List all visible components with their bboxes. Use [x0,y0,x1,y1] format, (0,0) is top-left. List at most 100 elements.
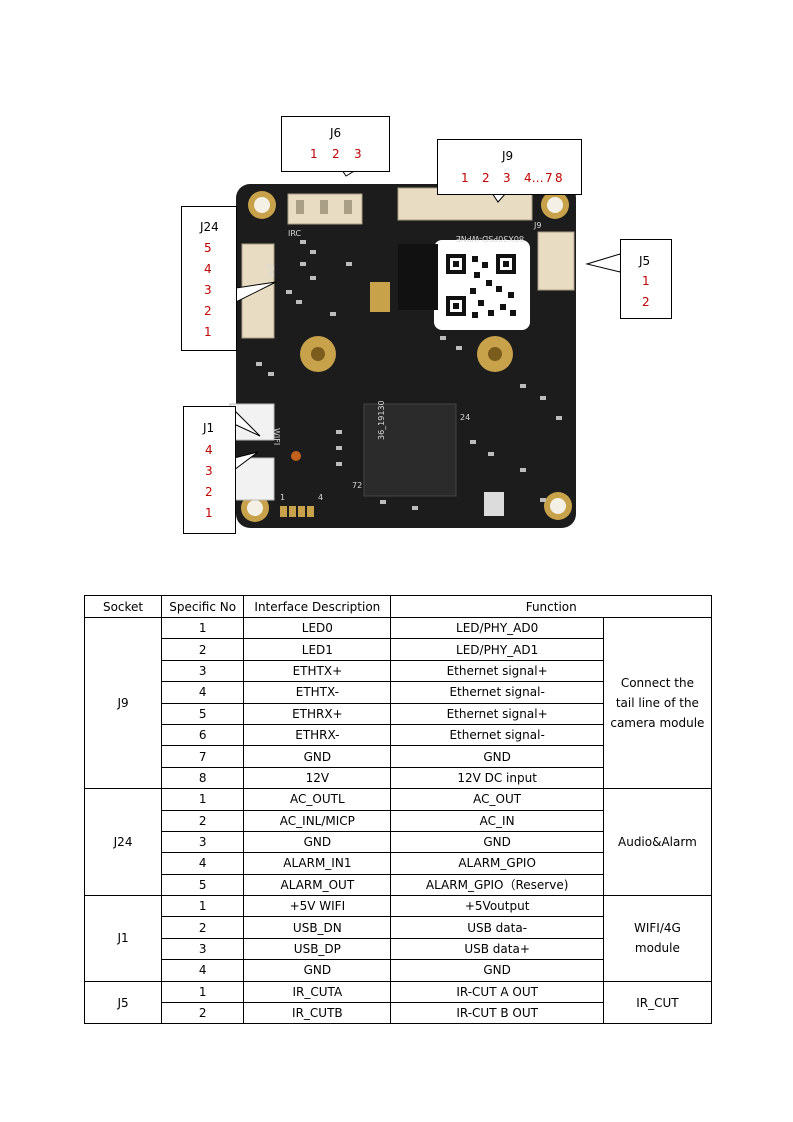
function-cell: ALARM_GPIO（Reserve) [390,873,604,897]
table-row: 2 IR_CUTB IR-CUT B OUT [85,1002,712,1025]
lens-pads [300,336,513,372]
silk-24: 24 [460,413,470,422]
callout-j24-pin: 1 [204,325,212,339]
board-figure: IRC J9 24 1 4 72 J24 WIFI 80X30PSD-WPNE … [0,0,793,560]
table-row: 3 GND GND [85,830,712,854]
interface-cell: +5V WIFI [243,895,392,918]
status-led [291,451,301,461]
pin-no-cell: 1 [161,788,245,811]
table-row: 4 ALARM_IN1 ALARM_GPIO [85,852,712,875]
header-pads [280,506,314,517]
table-row: 2 USB_DN USB data- [85,916,712,939]
group-note-cell: IR_CUT [602,980,713,1025]
callout-j9-pin: 8 [555,171,563,185]
function-cell: Ethernet signal+ [390,659,604,683]
interface-cell: ETHTX- [243,681,392,704]
function-cell: GND [390,959,604,982]
pin-no-cell: 4 [161,852,245,875]
function-cell: +5Voutput [390,895,604,918]
pin-no-cell: 5 [161,873,245,897]
silk-1: 1 [280,493,285,502]
pin-no-cell: 1 [161,980,245,1004]
callout-j6: J6 1 2 3 [281,116,390,172]
callout-j5-pin: 1 [642,274,650,288]
callout-j9-pin: 1 [461,171,469,185]
silk-model: 80X30PSD-WPNE [456,234,524,243]
interface-cell: GND [243,830,392,854]
header-function: Function [390,595,712,618]
callout-j24-pin: 5 [204,241,212,255]
function-cell: Ethernet signal- [390,681,604,704]
callout-j1-title: J1 [203,421,215,435]
qr-code [446,254,516,318]
silk-wifi: WIFI [272,428,281,445]
pin-no-cell: 3 [161,937,245,961]
interface-cell: GND [243,959,392,982]
pin-no-cell: 2 [161,916,245,939]
callout-j1-pin: 3 [205,464,213,478]
callout-j9-title: J9 [502,149,514,163]
table-row: 8 12V 12V DC input [85,766,712,790]
table-row: J9 1 LED0 LED/PHY_AD0 Connect the tail l… [83,616,713,790]
callout-j6-title: J6 [330,126,342,140]
silkscreen: IRC J9 24 1 4 72 J24 WIFI 80X30PSD-WPNE … [266,221,541,502]
group-note-cell: Connect the tail line of the camera modu… [602,616,713,790]
header-specific-no: Specific No [161,595,245,618]
function-cell: ALARM_GPIO [390,852,604,875]
interface-cell: ALARM_IN1 [243,852,392,875]
function-cell: USB data+ [390,937,604,961]
function-cell: 12V DC input [390,766,604,790]
interface-cell: LED1 [243,638,392,661]
silk-4: 4 [318,493,323,502]
callout-j9-pin: 7 [545,171,553,185]
socket-cell: J5 [83,980,163,1025]
callout-j24: J24 5 4 3 2 1 [181,206,237,351]
silk-irc: IRC [288,229,302,238]
pin-no-cell: 6 [161,723,245,747]
function-cell: IR-CUT B OUT [390,1002,604,1025]
header-interface-description: Interface Description [243,595,392,618]
table-header-row: Socket Specific No Interface Description… [83,595,712,618]
pin-no-cell: 2 [161,1002,245,1025]
table-row: 6 ETHRX- Ethernet signal- [85,723,712,747]
interface-cell: USB_DN [243,916,392,939]
function-cell: AC_IN [390,809,604,832]
callout-j9-pin: 4… [524,171,544,185]
callout-j1-pin: 2 [205,485,213,499]
pin-no-cell: 8 [161,766,245,790]
socket-cell: J1 [83,895,163,982]
silk-72: 72 [352,481,362,490]
silk-chip: 36_19130 [377,400,386,440]
callout-j5-pin: 2 [642,295,650,309]
callout-j6-pin: 3 [354,147,362,161]
table-row: J1 1 +5V WIFI +5Voutput WIFI/4G module [83,895,713,982]
pcb-photo: IRC J9 24 1 4 72 J24 WIFI 80X30PSD-WPNE … [229,168,621,528]
function-cell: LED/PHY_AD1 [390,638,604,661]
callout-j24-pin: 3 [204,283,212,297]
callout-j1: J1 4 3 2 1 [183,406,236,534]
soc-chip [363,403,457,497]
pin-no-cell: 2 [161,809,245,832]
table-row: 5 ALARM_OUT ALARM_GPIO（Reserve) [85,873,712,897]
callout-j1-pin: 4 [205,443,213,457]
pin-no-cell: 5 [161,702,245,725]
table-row: J5 1 IR_CUTA IR-CUT A OUT IR_CUT [83,980,713,1025]
function-cell: Ethernet signal+ [390,702,604,725]
interface-cell: 12V [243,766,392,790]
callout-j24-pin: 2 [204,304,212,318]
function-cell: AC_OUT [390,788,604,811]
pinout-table: Socket Specific No Interface Description… [83,595,713,1025]
socket-cell: J9 [83,616,163,790]
interface-cell: GND [243,745,392,768]
socket-cell: J24 [83,788,163,897]
table-row: 2 AC_INL/MICP AC_IN [85,809,712,832]
pin-no-cell: 1 [161,616,245,640]
interface-cell: AC_INL/MICP [243,809,392,832]
rj-chip [398,244,438,310]
pin-no-cell: 3 [161,830,245,854]
interface-cell: ALARM_OUT [243,873,392,897]
pin-no-cell: 7 [161,745,245,768]
table-row: 3 ETHTX+ Ethernet signal+ [85,659,712,683]
function-cell: GND [390,830,604,854]
function-cell: LED/PHY_AD0 [390,616,604,640]
